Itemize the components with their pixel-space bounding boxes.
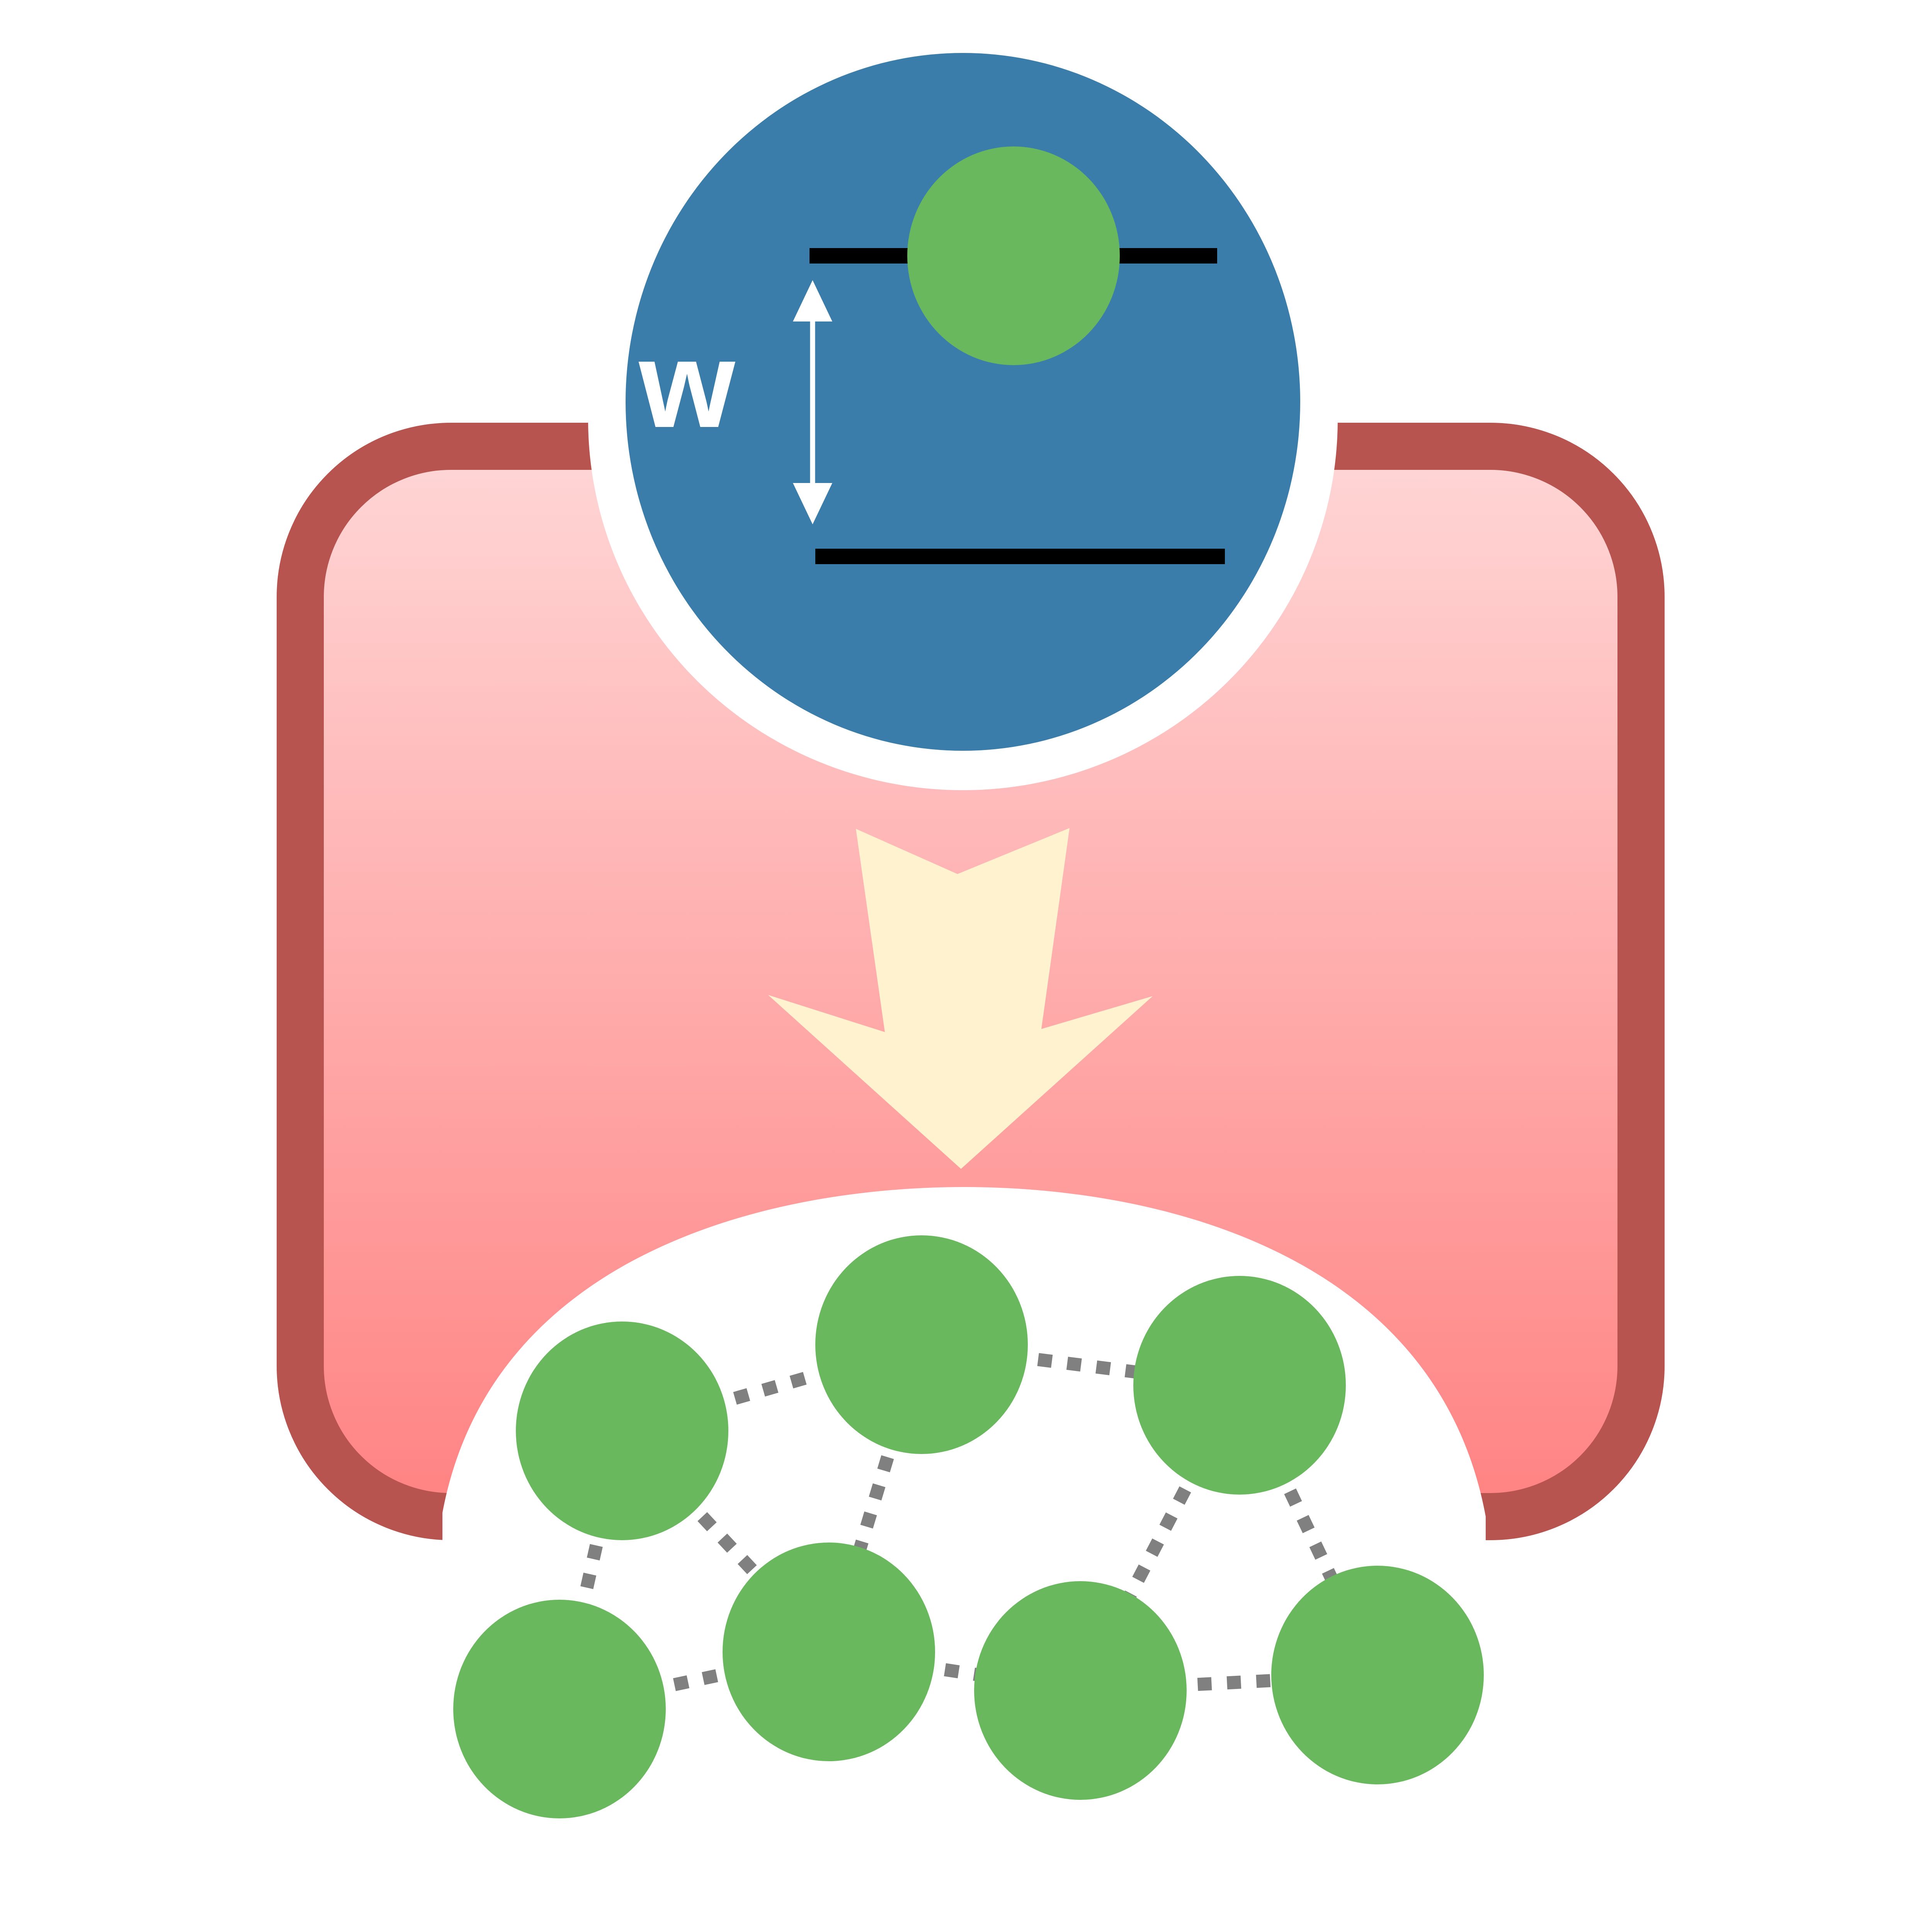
gap-label: w bbox=[637, 315, 736, 453]
double-arrow-icon bbox=[793, 280, 832, 524]
network-node bbox=[815, 1235, 1028, 1454]
excited-particle bbox=[907, 146, 1120, 365]
network-node bbox=[1271, 1566, 1484, 1784]
network-node bbox=[516, 1321, 728, 1540]
network-nodes bbox=[453, 1235, 1484, 1818]
network-node bbox=[453, 1600, 666, 1818]
network-edge bbox=[617, 1426, 834, 1656]
network-edge bbox=[620, 1338, 923, 1437]
network-node bbox=[1133, 1276, 1346, 1495]
down-arrow-icon bbox=[768, 828, 1153, 1169]
network-node bbox=[723, 1543, 935, 1761]
network-node bbox=[974, 1581, 1187, 1800]
energy-level-inset bbox=[626, 53, 1300, 751]
